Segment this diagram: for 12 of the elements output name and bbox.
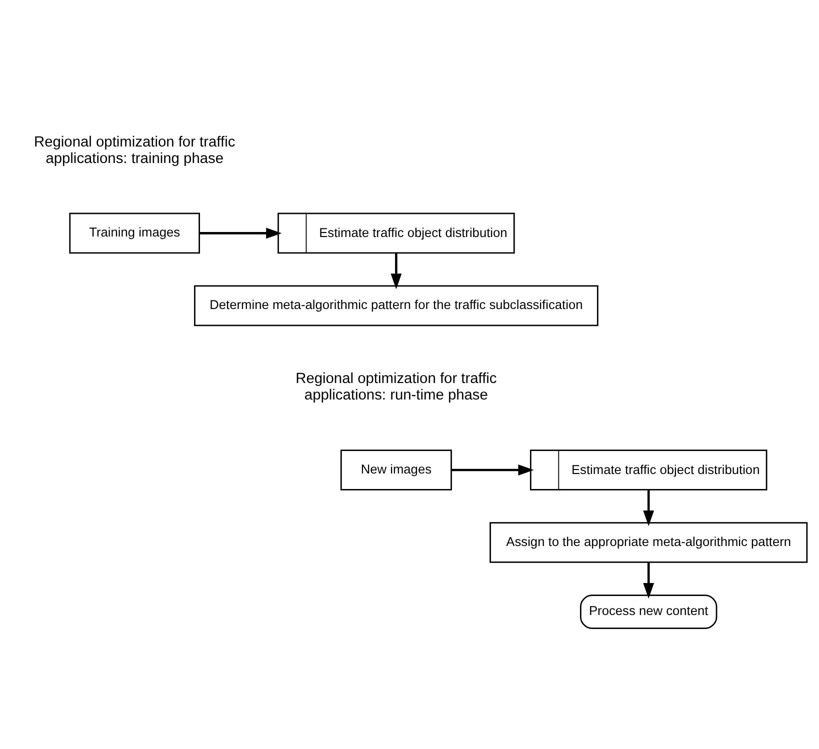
node-box: Process new content xyxy=(580,594,718,629)
arrow xyxy=(390,252,402,289)
arrow xyxy=(199,227,282,238)
arrow xyxy=(643,562,654,598)
label: Regional optimization for traffic applications: training phase xyxy=(34,134,236,166)
node-box: Assign to the appropriate meta-algorithmic pattern xyxy=(490,522,808,562)
label: Regional optimization for traffic applications: run-time phase xyxy=(296,370,497,404)
node-box: Training images xyxy=(69,212,200,254)
node-box: New images xyxy=(340,449,452,490)
arrow xyxy=(451,464,534,475)
node-box: Determine meta-algorithmic pattern for the traffic subclassification xyxy=(194,284,598,326)
arrow xyxy=(643,489,654,526)
